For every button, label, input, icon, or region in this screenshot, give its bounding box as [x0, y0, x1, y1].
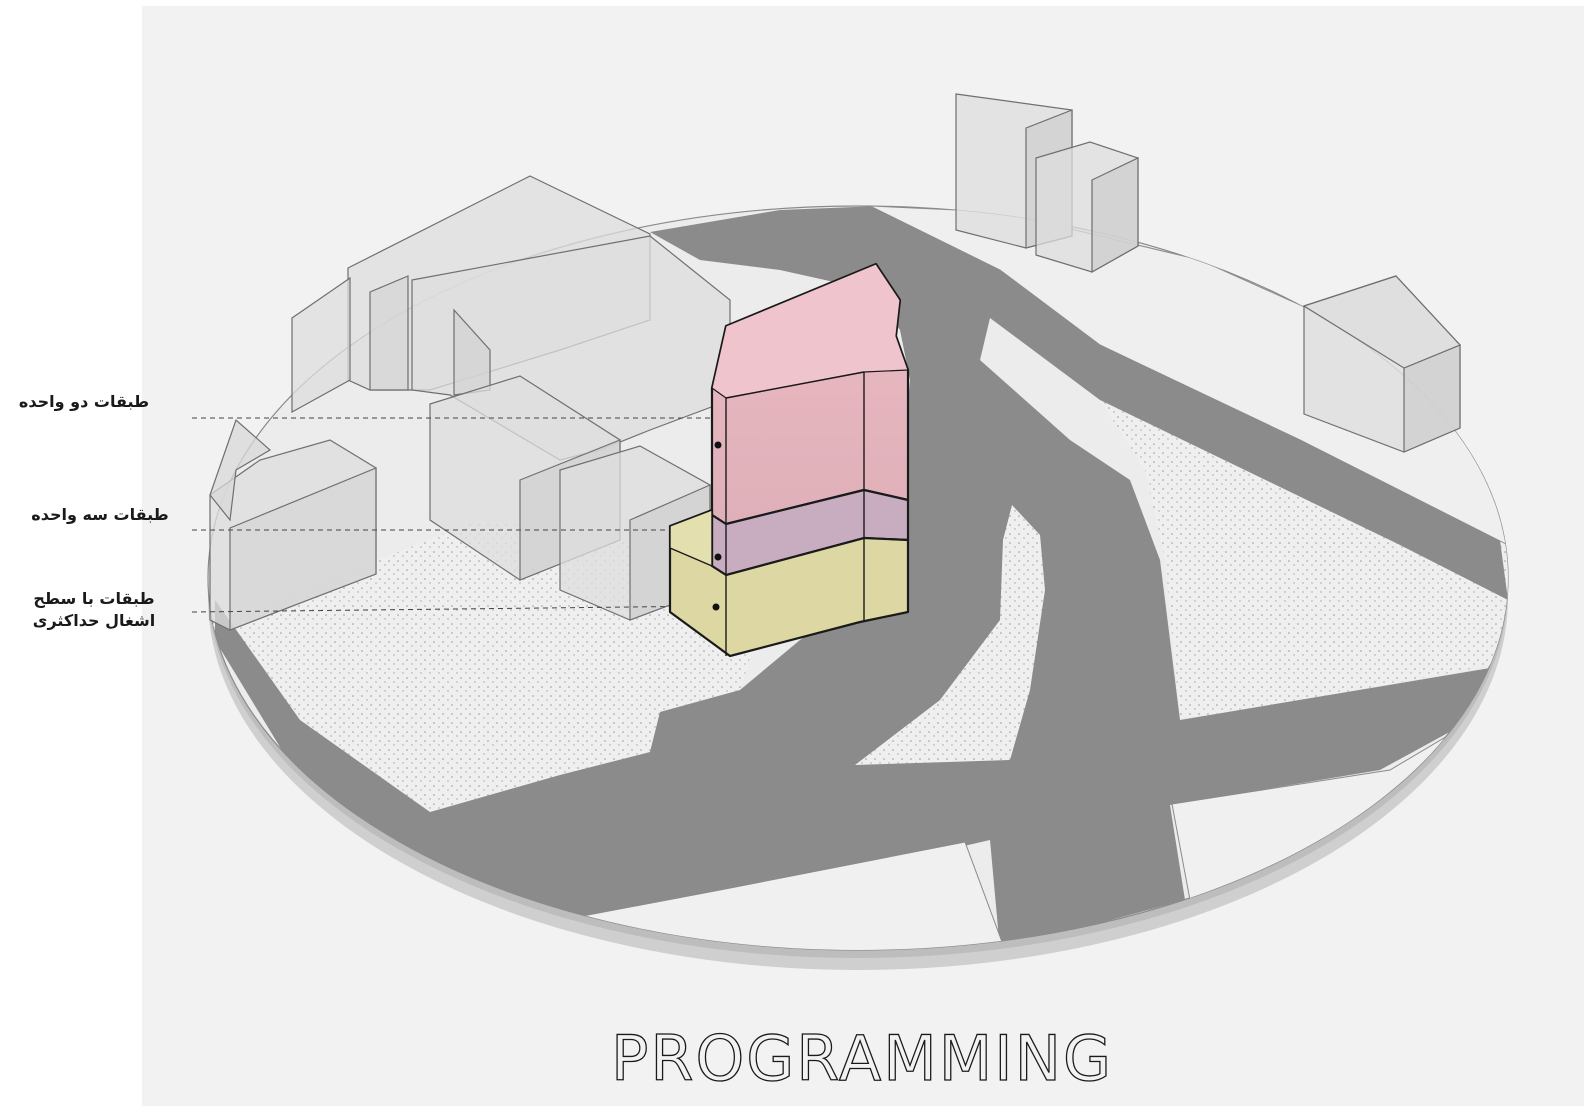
diagram-title: PROGRAMMING: [611, 1022, 1113, 1095]
level-markers: [712, 441, 722, 611]
label-three-unit-floors: طبقات سه واحده: [31, 505, 169, 524]
label-two-unit-floors: طبقات دو واحده: [18, 392, 150, 411]
context-buildings: [209, 93, 1462, 631]
roof-facet: [711, 263, 909, 399]
max-occupancy-side: [669, 509, 713, 567]
program-building: [668, 262, 910, 658]
plaza-central: [990, 318, 1508, 718]
marker-three-unit: [714, 553, 722, 561]
road-network: [215, 206, 1508, 950]
label-max-occupancy-floors: طبقات با سطح اشغال حداکثری: [32, 589, 156, 630]
marker-two-unit: [714, 441, 722, 449]
marker-max-occupancy: [712, 603, 720, 611]
